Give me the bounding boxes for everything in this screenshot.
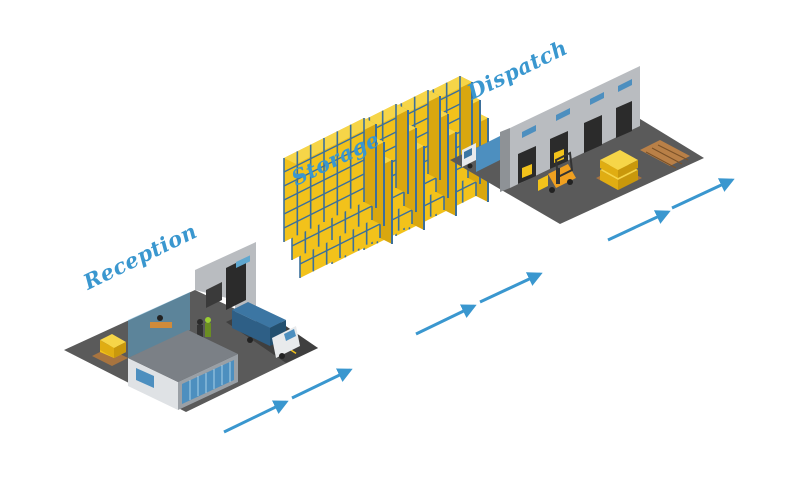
- dispatch-area: Dispatch: [450, 35, 735, 242]
- worker-icon: [205, 317, 211, 323]
- arrow-right-icon: [479, 272, 543, 304]
- pallet-icon: [640, 140, 690, 169]
- arrow-right-icon: [671, 178, 735, 210]
- rack-end: [364, 118, 376, 208]
- storage-arrows: [415, 272, 543, 336]
- dispatch-back-wall: [510, 66, 640, 188]
- rack-end: [428, 90, 440, 180]
- dispatch-floor: [450, 92, 704, 224]
- arrow-right-icon: [607, 210, 671, 242]
- arrow-right-icon: [223, 400, 289, 434]
- worker-icon: [157, 315, 163, 321]
- worker-icon: [197, 319, 203, 325]
- rack-top: [284, 118, 376, 164]
- rack-end: [396, 104, 408, 194]
- arrow-right-icon: [291, 368, 353, 400]
- rack-end: [460, 76, 472, 166]
- forklift-icon: [538, 151, 576, 193]
- storage-area: [283, 76, 489, 278]
- pallet-icon: [92, 334, 128, 366]
- reception-label: Reception: [78, 218, 201, 295]
- truck-icon: [462, 136, 500, 172]
- arrow-right-icon: [415, 304, 477, 336]
- pallet-icon: [596, 150, 642, 190]
- dispatch-label: Dispatch: [462, 35, 571, 105]
- truck-icon: [232, 302, 300, 359]
